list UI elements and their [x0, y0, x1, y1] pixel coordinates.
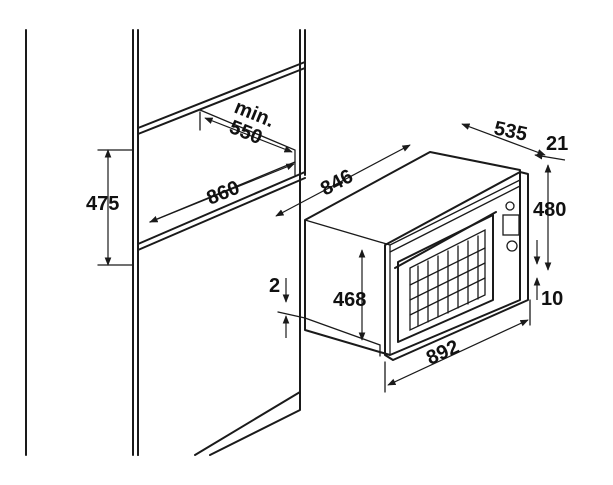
- label-468: 468: [333, 289, 366, 311]
- label-892: 892: [423, 336, 462, 370]
- dimension-lines: [97, 117, 566, 393]
- cabinet-niche: [25, 29, 306, 456]
- label-475: 475: [86, 193, 119, 215]
- oven: [304, 151, 529, 361]
- label-2: 2: [269, 275, 280, 297]
- label-21: 21: [546, 133, 568, 155]
- dimension-labels: min. 550 860 475 846 535 21 480 468 2 10…: [86, 96, 568, 369]
- label-535: 535: [492, 117, 529, 145]
- label-480: 480: [533, 199, 566, 221]
- label-860: 860: [204, 177, 243, 210]
- label-10: 10: [541, 288, 563, 310]
